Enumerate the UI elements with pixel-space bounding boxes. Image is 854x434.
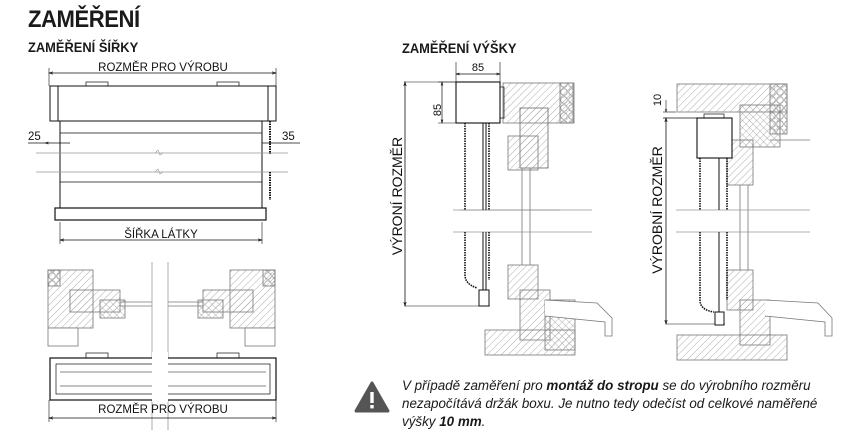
height-ceiling-mount-view [676,83,833,361]
right-offset-label: 35 [282,131,295,143]
warning-emphasis: montáž do stropu [546,378,659,393]
bottom-dimension-label: ROZMĚR PRO VÝROBU [98,403,228,416]
warning-text: V případě zaměření pro [402,378,547,393]
ceiling-offset-label: 10 [652,94,664,106]
width-front-view [28,68,300,244]
ceiling-mount-warning-note: V případě zaměření pro montáž do stropu … [402,377,842,431]
right-height-dimension-label: VÝROBNÍ ROZMĚR [649,146,665,274]
height-section-heading: ZAMĚŘENÍ VÝŠKY [402,40,517,56]
height-wall-mount-lines [404,62,592,306]
box-width-label: 85 [472,62,484,74]
fabric-width-label: ŠÍŘKA LÁTKY [124,228,198,241]
top-dimension-label: ROZMĚR PRO VÝROBU [98,61,228,74]
warning-emphasis: 10 mm [439,414,482,429]
left-offset-label: 25 [28,131,41,143]
box-top-view [49,352,276,422]
warning-triangle-icon [354,381,390,413]
height-ceiling-mount-lines [663,100,810,326]
height-wall-mount-view [459,82,613,356]
warning-text: . [481,414,486,429]
box-height-label: 85 [432,104,444,116]
left-height-dimension-label: VÝRONÍ ROZMĚR [389,137,405,255]
warning-text: se do výrobního rozměru nezapočítává drž… [402,378,818,429]
page-title: ZAMĚŘENÍ [28,6,140,33]
width-plan-view [47,262,276,430]
width-section-heading: ZAMĚŘENÍ ŠÍŘKY [28,39,139,55]
